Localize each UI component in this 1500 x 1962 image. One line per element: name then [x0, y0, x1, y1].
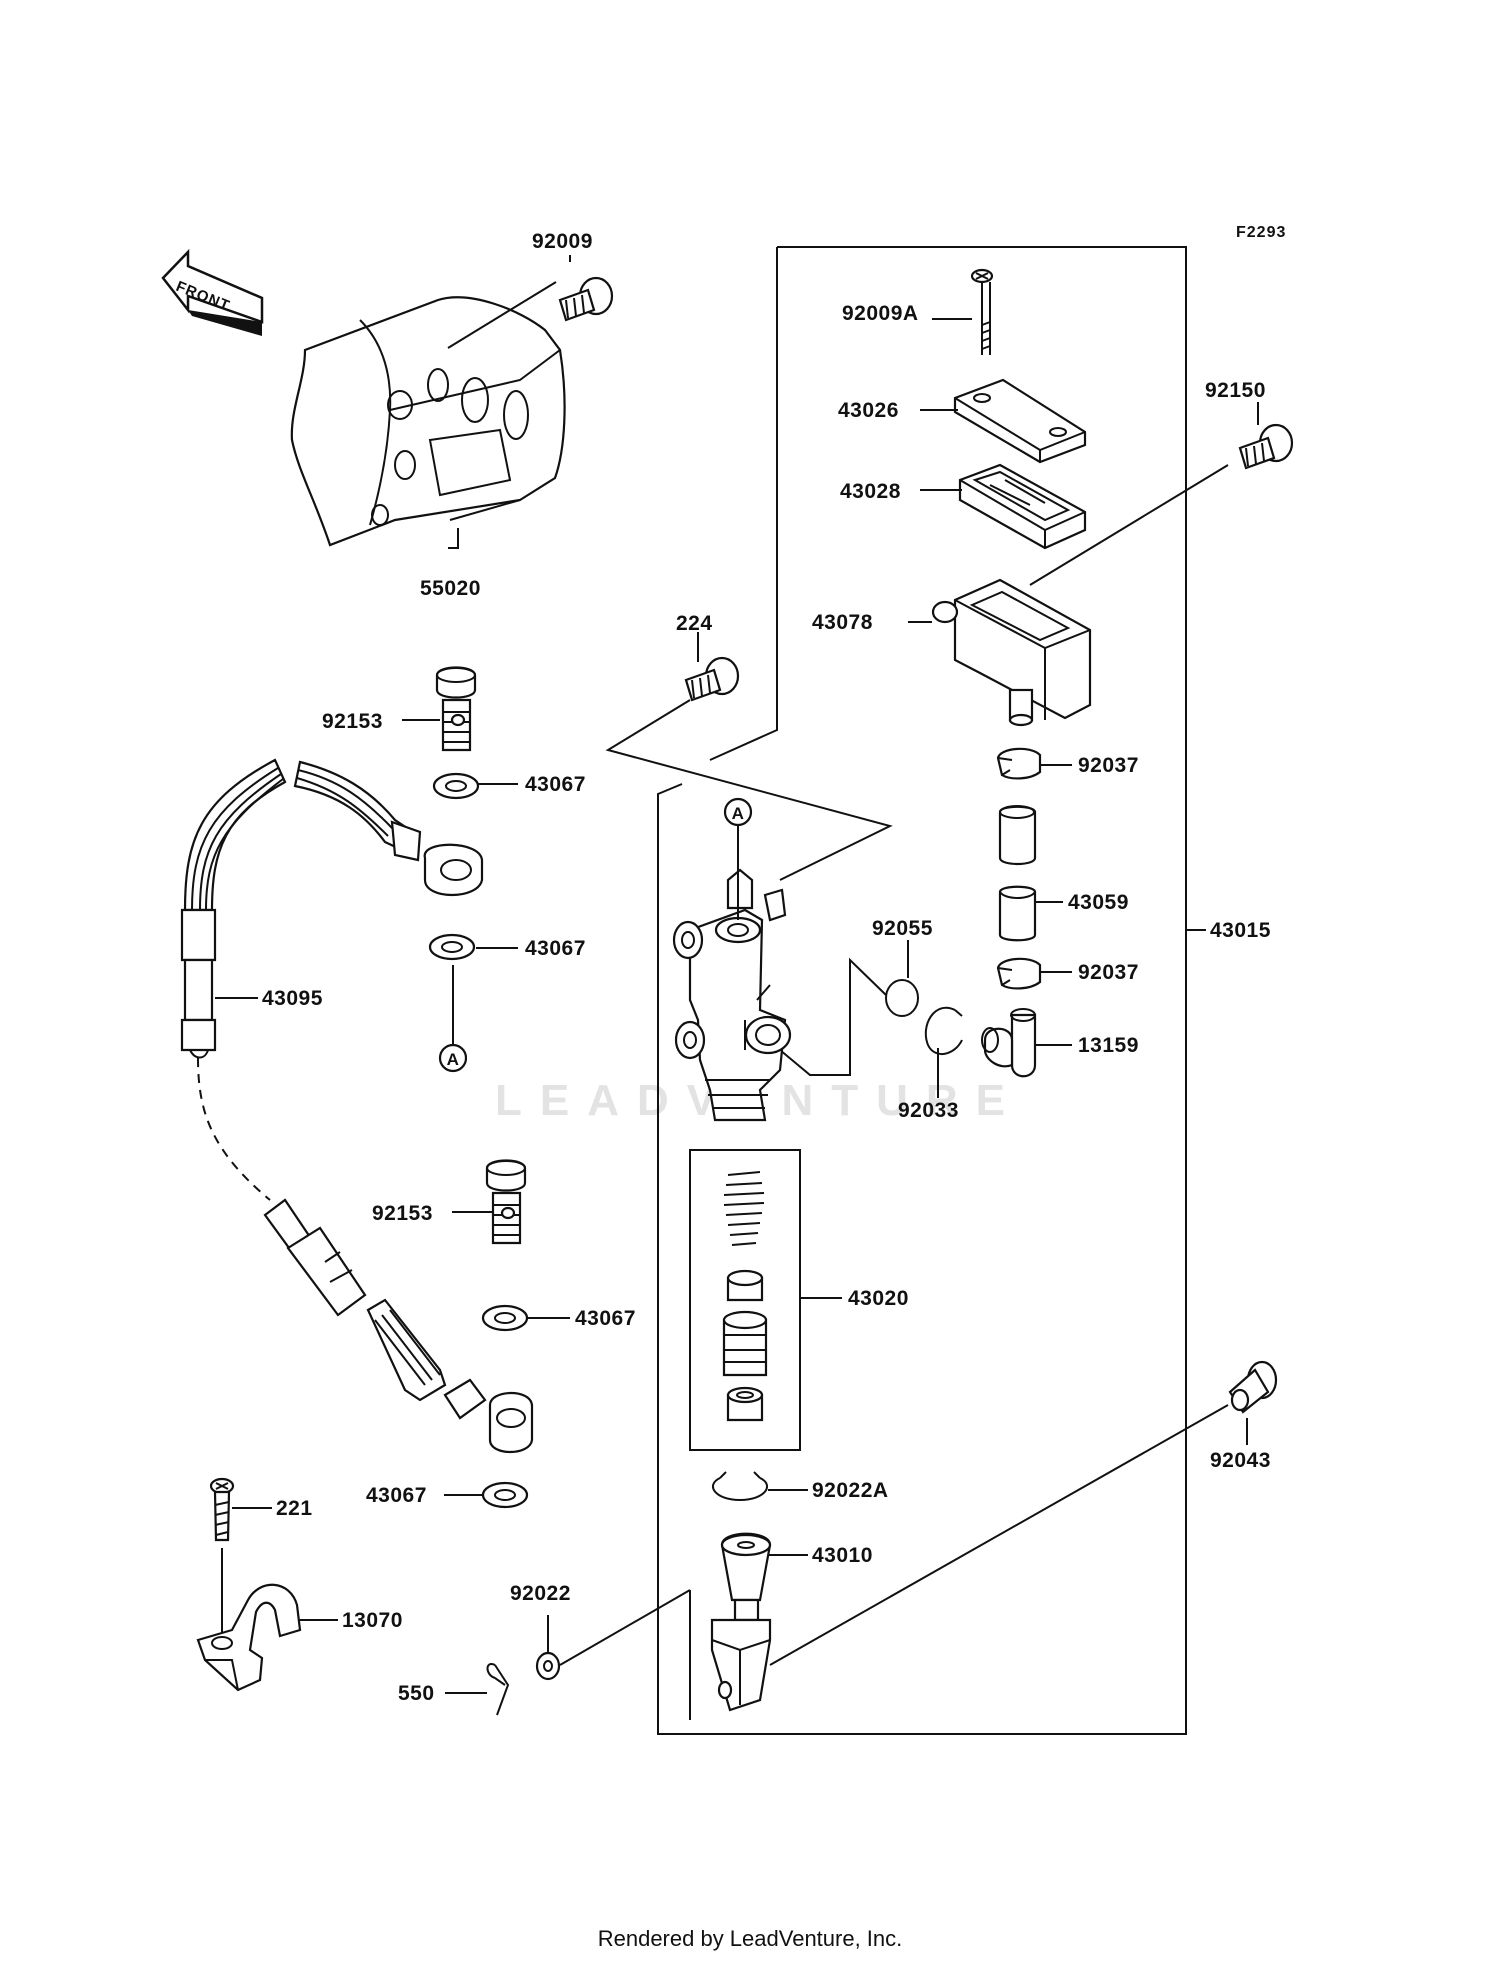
- circlip-92022A-icon: [712, 1477, 768, 1502]
- brake-hose-lower-icon: [263, 1198, 534, 1453]
- label-92022[interactable]: 92022: [510, 1582, 571, 1605]
- pin-92043-icon: [1228, 1360, 1278, 1414]
- oring-92055-icon: [885, 979, 919, 1017]
- bolt-92150-icon: [1238, 423, 1294, 470]
- clamp-92037-bot-icon: [996, 957, 1042, 990]
- reservoir-43078-icon: [931, 578, 1092, 727]
- brake-hose-routing: [197, 1057, 271, 1201]
- label-92009A[interactable]: 92009A: [842, 302, 919, 325]
- label-43015[interactable]: 43015: [1210, 919, 1271, 942]
- bolt-224-icon: [684, 656, 740, 702]
- pushrod-43010-icon: [710, 1532, 772, 1712]
- front-arrow-icon: FRONT: [161, 248, 264, 336]
- label-224[interactable]: 224: [676, 612, 713, 635]
- label-43067-2[interactable]: 43067: [525, 937, 586, 960]
- washer-92022-icon: [535, 1651, 561, 1681]
- label-92037-top[interactable]: 92037: [1078, 754, 1139, 777]
- svg-text:A: A: [447, 1050, 460, 1069]
- label-550[interactable]: 550: [398, 1682, 435, 1705]
- label-92153-top[interactable]: 92153: [322, 710, 383, 733]
- label-92150[interactable]: 92150: [1205, 379, 1266, 402]
- assembly-outline-43015: [657, 246, 1187, 1735]
- label-221[interactable]: 221: [276, 1497, 313, 1520]
- leader-92043-line: [769, 1404, 1229, 1666]
- diagram-code: F2293: [1236, 224, 1286, 241]
- label-92037-bot[interactable]: 92037: [1078, 961, 1139, 984]
- cotter-pin-550-icon: [486, 1663, 510, 1716]
- ref-a-top: A: [723, 797, 753, 827]
- washer-43067-4-icon: [481, 1481, 529, 1509]
- label-43067-1[interactable]: 43067: [525, 773, 586, 796]
- ref-a-bottom: A: [438, 1043, 468, 1073]
- label-43095[interactable]: 43095: [262, 987, 323, 1010]
- cap-43026-icon: [953, 378, 1087, 464]
- kit-43020-parts: [722, 1171, 768, 1422]
- screw-92009A-icon: [970, 268, 994, 355]
- label-13159[interactable]: 13159: [1078, 1034, 1139, 1057]
- banjo-bolt-92153-top-icon: [435, 666, 477, 752]
- leader-92009: [447, 281, 557, 349]
- washer-43067-2-icon: [428, 933, 476, 961]
- svg-text:A: A: [732, 804, 745, 823]
- leader-92022-line: [559, 1589, 691, 1666]
- label-55020[interactable]: 55020: [420, 577, 481, 600]
- label-43020[interactable]: 43020: [848, 1287, 909, 1310]
- label-92022A[interactable]: 92022A: [812, 1479, 889, 1502]
- label-43078[interactable]: 43078: [812, 611, 873, 634]
- footer-credit: Rendered by LeadVenture, Inc.: [598, 1926, 903, 1951]
- kit-43020-box: [689, 1149, 801, 1451]
- washer-43067-1-icon: [432, 772, 480, 800]
- leader-92055-bracket: [779, 957, 887, 1076]
- clamp-13070-icon: [196, 1583, 302, 1692]
- leader-55020: [448, 528, 459, 549]
- guard-55020: [290, 296, 566, 547]
- label-43059[interactable]: 43059: [1068, 891, 1129, 914]
- label-43010[interactable]: 43010: [812, 1544, 873, 1567]
- master-cylinder-body: [672, 868, 792, 1122]
- label-92055[interactable]: 92055: [872, 917, 933, 940]
- label-43026[interactable]: 43026: [838, 399, 899, 422]
- leader-92150-line: [1029, 464, 1229, 586]
- label-92043[interactable]: 92043: [1210, 1449, 1271, 1472]
- brake-hose-43095-icon: [180, 758, 484, 1059]
- circlip-92033-icon: [924, 1006, 963, 1055]
- screw-221-icon: [209, 1477, 235, 1542]
- label-43067-4[interactable]: 43067: [366, 1484, 427, 1507]
- bolt-92009-icon: [558, 276, 614, 322]
- hose-43059-icon: [998, 805, 1037, 942]
- leader-224-to-master: [605, 699, 893, 881]
- label-13070[interactable]: 13070: [342, 1609, 403, 1632]
- banjo-bolt-92153-bot-icon: [485, 1159, 527, 1245]
- label-43028[interactable]: 43028: [840, 480, 901, 503]
- label-92033[interactable]: 92033: [898, 1099, 959, 1122]
- elbow-13159-icon: [981, 1008, 1037, 1078]
- label-92153-bot[interactable]: 92153: [372, 1202, 433, 1225]
- label-43067-3[interactable]: 43067: [575, 1307, 636, 1330]
- label-92009[interactable]: 92009: [532, 230, 593, 253]
- clamp-92037-top-icon: [996, 747, 1042, 780]
- washer-43067-3-icon: [481, 1304, 529, 1332]
- diaphragm-43028-icon: [958, 463, 1087, 550]
